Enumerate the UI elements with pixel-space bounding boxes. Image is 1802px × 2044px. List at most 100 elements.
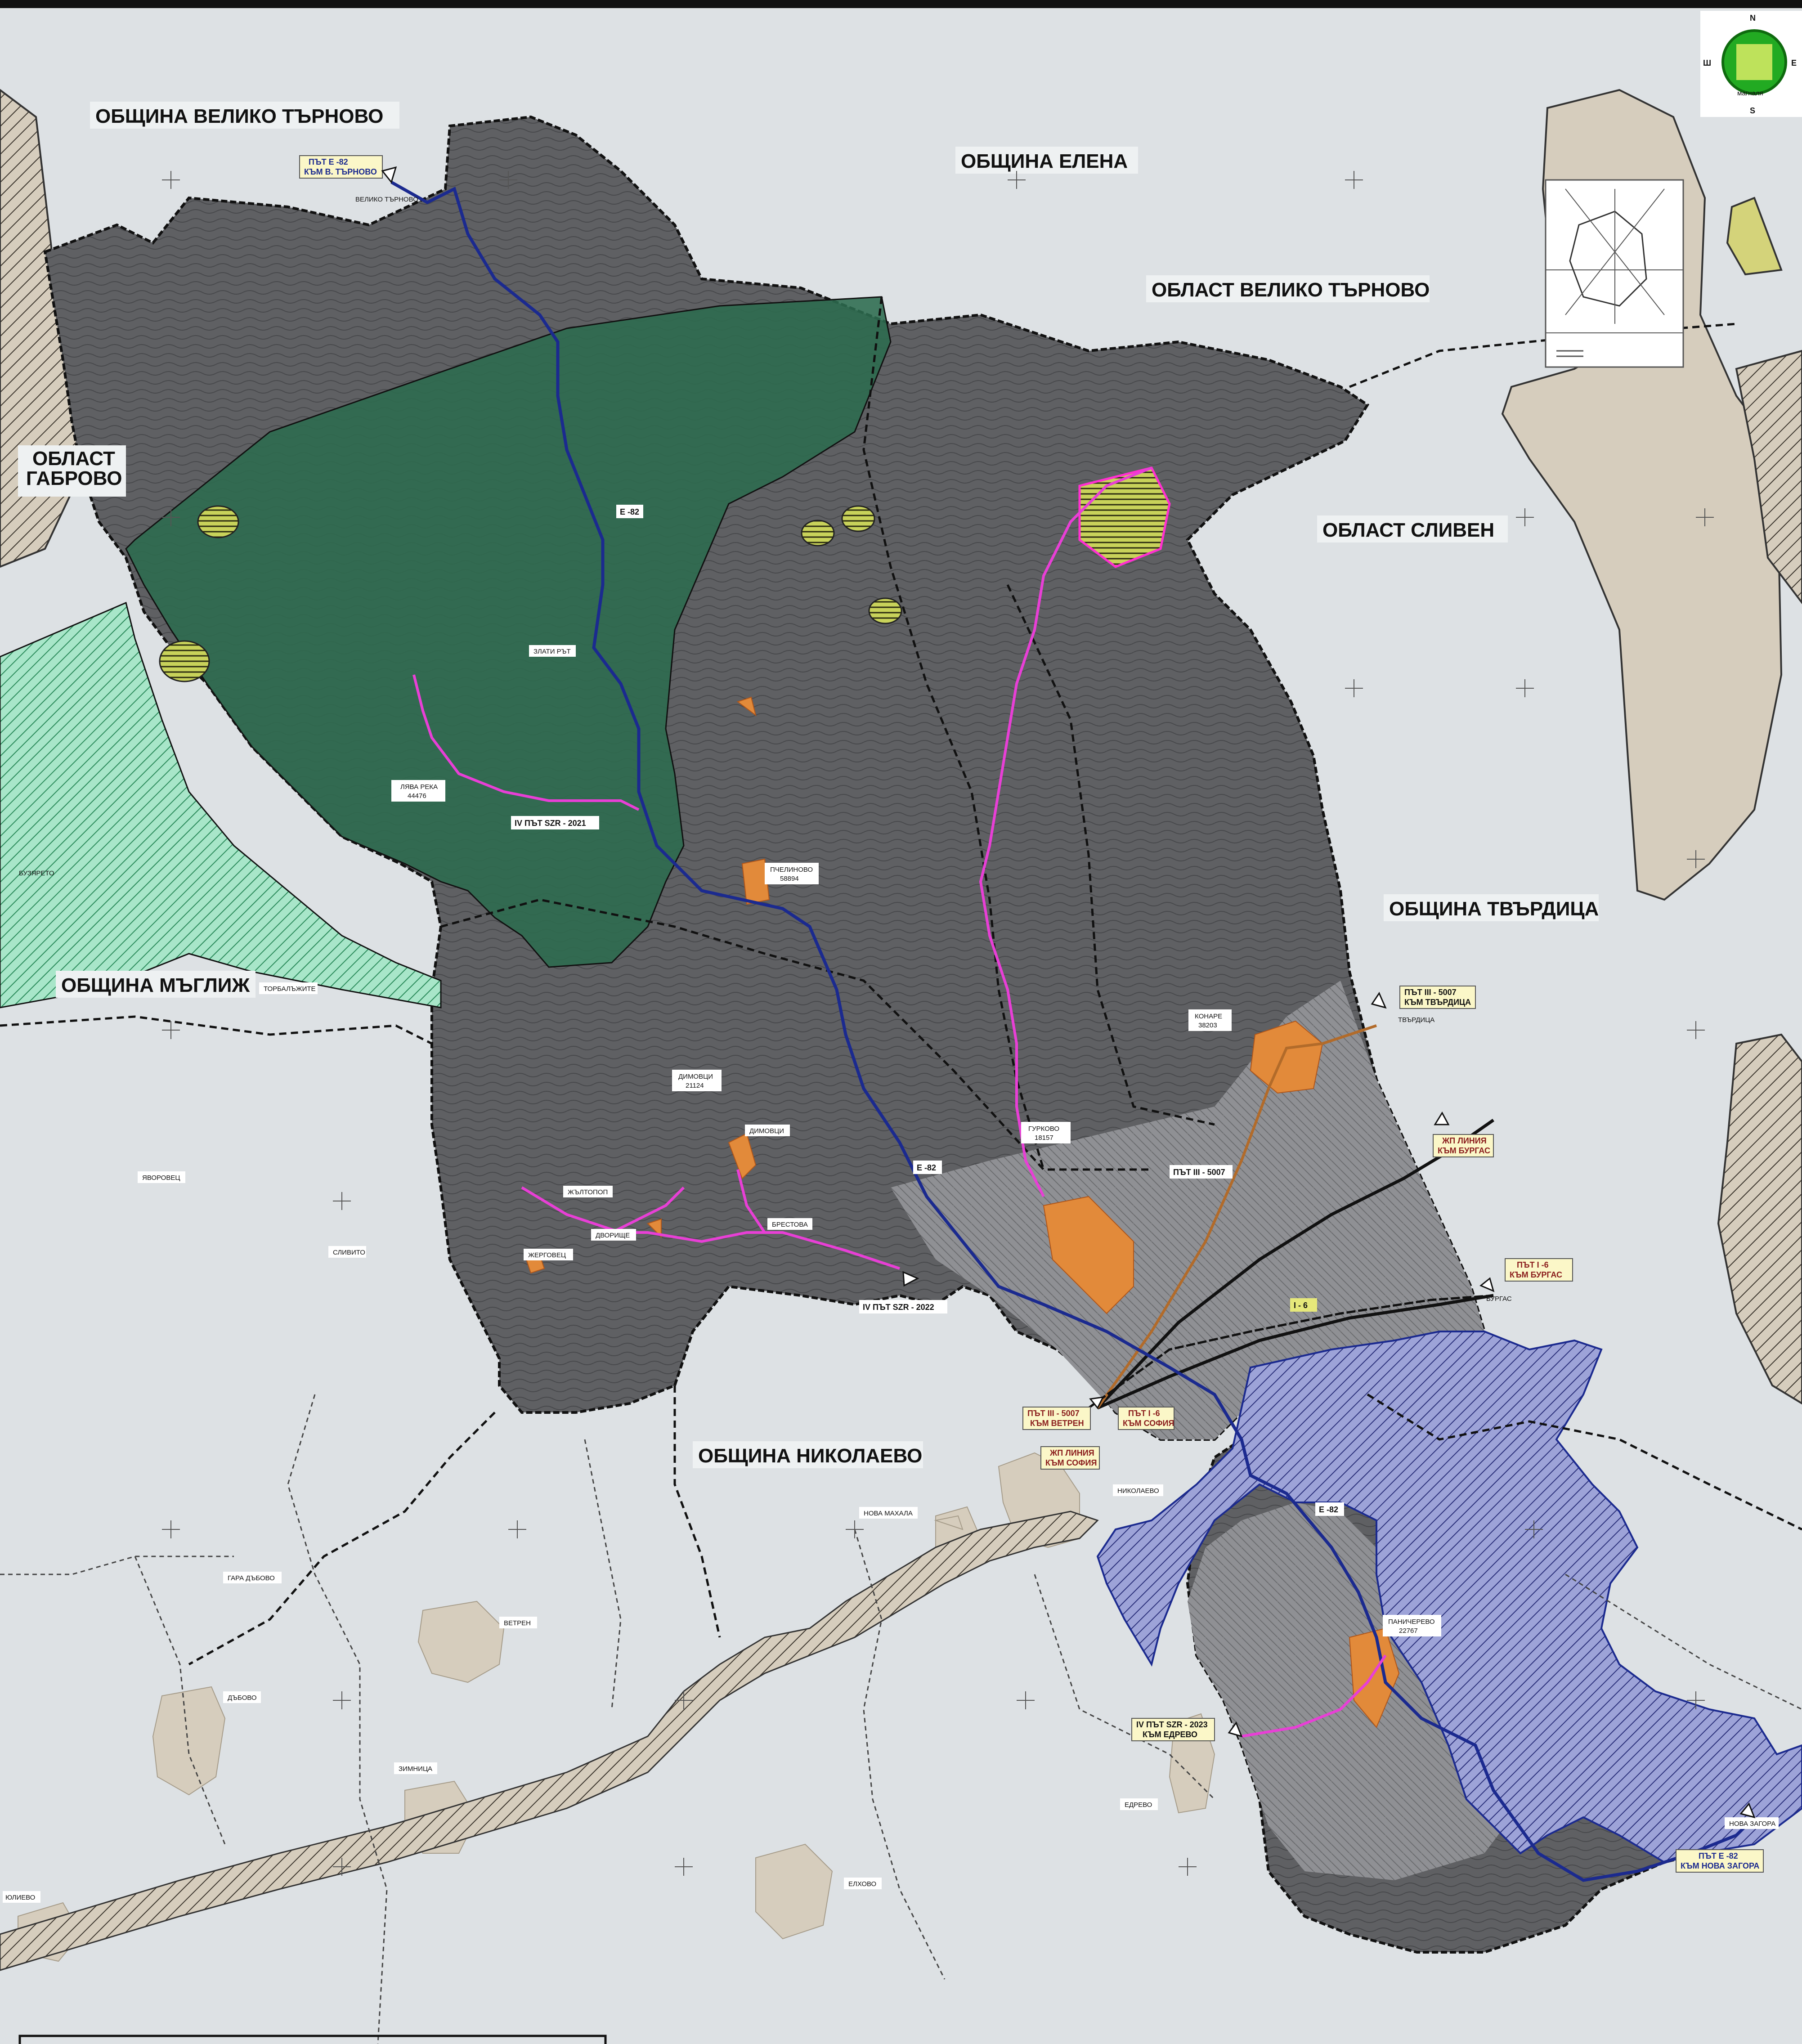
compass-logo: N S Ш Е мaгналя [1700, 11, 1802, 117]
exit-rail-burgas-line1: ЖП ЛИНИЯ [1442, 1136, 1487, 1145]
village-areas [525, 696, 1400, 1728]
label-bg-vt [90, 102, 399, 129]
label-nova-zagora: НОВА ЗАГОРА [1729, 1820, 1775, 1828]
label-vetren: ВЕТРЕН [504, 1619, 531, 1627]
exit-tvarditsa-line2: КЪМ ТВЪРДИЦА [1404, 998, 1471, 1007]
label-burgas-small: БУРГАС [1486, 1295, 1512, 1303]
road-5007 [1096, 1024, 1377, 1409]
exit-rail-burgas-line2: КЪМ БУРГАС [1438, 1146, 1490, 1155]
label-dabovo: ДЪБОВО [228, 1694, 257, 1702]
reservoir-zone [1096, 1331, 1802, 1864]
village-gurkovo-code: 18157 [1035, 1134, 1053, 1142]
exit-rail-sofia-line2: КЪМ СОФИЯ [1045, 1458, 1097, 1467]
label-yavorovets: ЯВОРОВЕЦ [142, 1174, 180, 1182]
road-labels: Е -82 Е -82 Е -82 IV ПЪТ SZR - 2021 IV П… [511, 505, 1344, 1516]
village-pchelinovo-name: ПЧЕЛИНОВО [770, 866, 813, 874]
exit-sofia-line2: КЪМ СОФИЯ [1123, 1419, 1174, 1428]
label-dvorishte: ДВОРИЩЕ [596, 1232, 630, 1239]
label-road-i6: I - 6 [1294, 1301, 1308, 1310]
settlement-labels: ЗЛАТИ РЪТ ДИМОВЦИ ЖЪЛТОПОП ДВОРИЩЕ БРЕСТ… [3, 196, 1779, 1903]
village-liava-reka-name: ЛЯВА РЕКА [400, 783, 438, 791]
territory-east-upper [1735, 350, 1802, 605]
oblast-boundary-band [0, 1511, 1099, 1971]
protected-sites [159, 505, 902, 682]
label-tvarditsa-small: ТВЪРДИЦА [1398, 1016, 1434, 1024]
local-roads [412, 466, 1387, 1738]
protected-zone-teal [0, 601, 442, 1009]
label-nikolaevo: ОБЩИНА НИКОЛАЕВО [698, 1445, 922, 1467]
village-liava-reka-code: 44476 [408, 792, 426, 800]
settlement-patches [18, 1110, 1269, 1962]
label-torbalazhite: ТОРБАЛЪЖИТЕ [264, 985, 316, 993]
label-oblast-vt: ОБЛАСТ ВЕЛИКО ТЪРНОВО [1152, 279, 1430, 301]
exit-burgas-line2: КЪМ БУРГАС [1510, 1270, 1562, 1279]
label-nova-mahala: НОВА МАХАЛА [864, 1510, 913, 1517]
exit-vt-line2: КЪМ В. ТЪРНОВО [304, 167, 377, 176]
label-e82-mid: Е -82 [917, 1163, 936, 1172]
exit-sofia-line1: ПЪТ I -6 [1128, 1409, 1160, 1418]
label-veliko-tarnovo: ОБЩИНА ВЕЛИКО ТЪРНОВО [95, 105, 383, 127]
label-bg-oblast-vt [1146, 275, 1430, 302]
label-bg-sliven [1317, 515, 1508, 542]
label-oblast-sliven: ОБЛАСТ СЛИВЕН [1322, 519, 1494, 541]
inset-map [1545, 179, 1684, 368]
compass-e: Е [1791, 58, 1797, 67]
exit-edrevo-line1: IV ПЪТ SZR - 2023 [1136, 1720, 1208, 1729]
village-dimovtsi-code: 21124 [686, 1082, 704, 1089]
exit-nova-zagora-line2: КЪМ НОВА ЗАГОРА [1681, 1861, 1759, 1870]
road-e82 [390, 180, 1756, 1882]
exit-vetren-line1: ПЪТ III - 5007 [1027, 1409, 1080, 1418]
label-gara-dabovo: ГАРА ДЪБОВО [228, 1574, 275, 1582]
label-edrevo: ЕДРЕВО [1125, 1801, 1152, 1809]
internal-boundaries [0, 296, 1802, 1666]
label-brestova: БРЕСТОВА [772, 1221, 808, 1228]
label-buzareto: БУЗЯРЕТО [19, 870, 54, 877]
exit-vetren-line2: КЪМ ВЕТРЕН [1030, 1419, 1084, 1428]
label-oblast-gabrovo-1: ОБЛАСТ [32, 448, 115, 470]
label-road-szr2022: IV ПЪТ SZR - 2022 [863, 1303, 934, 1312]
village-panicherevo-name: ПАНИЧЕРЕВО [1388, 1618, 1435, 1626]
village-panicherevo-code: 22767 [1399, 1627, 1418, 1635]
exit-rail-sofia-line1: ЖП ЛИНИЯ [1049, 1448, 1094, 1457]
label-elhovo: ЕЛХОВО [848, 1880, 876, 1888]
compass-logo-text: мaгналя [1737, 90, 1763, 97]
label-oblast-gabrovo-2: ГАБРОВО [26, 467, 122, 489]
exit-burgas-line1: ПЪТ I -6 [1517, 1260, 1549, 1269]
exit-nova-zagora-line1: ПЪТ Е -82 [1699, 1851, 1738, 1860]
label-zlati-rat: ЗЛАТИ РЪТ [533, 648, 571, 655]
label-slivito: СЛИВИТО [333, 1249, 365, 1256]
exit-tvarditsa-line1: ПЪТ III - 5007 [1404, 988, 1457, 997]
label-maglizh: ОБЩИНА МЪГЛИЖ [61, 974, 250, 996]
label-zhergovets: ЖЕРГОВЕЦ [528, 1251, 566, 1259]
top-border [0, 0, 1802, 8]
compass-s: S [1750, 106, 1755, 115]
village-dimovtsi-name: ДИМОВЦИ [678, 1073, 713, 1080]
label-bg-maglizh [56, 971, 256, 998]
label-bg-elena [955, 147, 1138, 174]
label-dimovtsi-2: ДИМОВЦИ [749, 1127, 784, 1135]
compass-w: Ш [1703, 58, 1711, 67]
minor-boundaries [0, 1394, 1802, 2044]
yellow-patch [1726, 197, 1783, 276]
village-labels: ЛЯВА РЕКА 44476 ПЧЕЛИНОВО 58894 ДИМОВЦИ … [391, 780, 1441, 1636]
label-e82-north: Е -82 [620, 507, 639, 516]
grid-crosses [162, 171, 1714, 1876]
village-gurkovo-name: ГУРКОВО [1028, 1125, 1059, 1133]
village-konare-code: 38203 [1198, 1022, 1217, 1029]
label-nikolaevo-town: НИКОЛАЕВО [1117, 1487, 1159, 1495]
legend-frame-corner [18, 2035, 607, 2044]
label-road-5007: ПЪТ III - 5007 [1173, 1168, 1225, 1177]
label-bg-tvarditsa [1384, 894, 1599, 921]
lowland-fields [891, 981, 1484, 1439]
exit-vt-line1: ПЪТ Е -82 [309, 157, 348, 166]
label-road-szr2021: IV ПЪТ SZR - 2021 [515, 819, 586, 828]
label-vt-small: ВЕЛИКО ТЪРНОВО [355, 196, 418, 203]
label-bg-gabrovo [18, 445, 126, 497]
village-konare-name: КОНАРЕ [1195, 1013, 1222, 1020]
label-e82-south: Е -82 [1319, 1505, 1338, 1514]
protected-zone-green [125, 296, 892, 968]
label-elena: ОБЩИНА ЕЛЕНА [961, 150, 1128, 172]
label-tvarditsa: ОБЩИНА ТВЪРДИЦА [1389, 898, 1599, 920]
village-pchelinovo-code: 58894 [780, 875, 799, 883]
